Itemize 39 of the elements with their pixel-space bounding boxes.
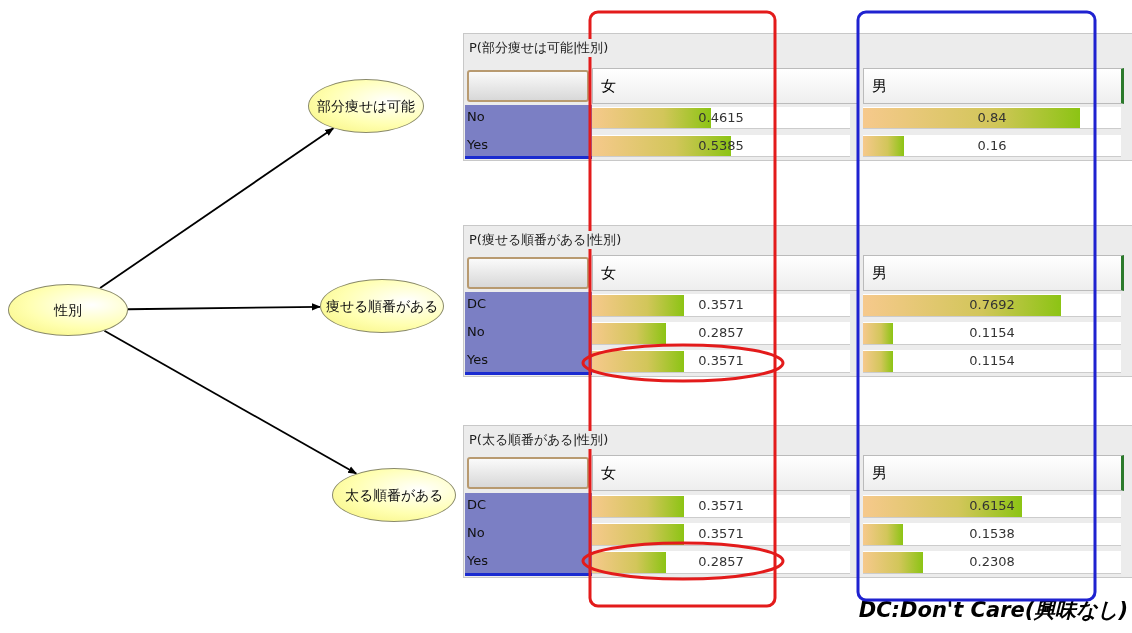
footnote: DC:Don't Care(興味なし) <box>858 597 1128 624</box>
node-label: 部分痩せは可能 <box>317 97 415 115</box>
row-label: DC <box>467 296 487 311</box>
column-header: 女 <box>592 255 859 291</box>
table-title: P(太る順番がある|性別) <box>467 431 611 449</box>
node-label: 性別 <box>54 301 82 319</box>
row-label: Yes <box>467 553 488 568</box>
probability-bar-cell: 0.3571 <box>592 523 850 546</box>
row-label: No <box>467 324 485 339</box>
column-header: 女 <box>592 455 859 491</box>
table-title: P(部分痩せは可能|性別) <box>467 39 611 57</box>
arrow <box>127 303 321 311</box>
node-label: 痩せる順番がある <box>326 297 438 315</box>
probability-bar-cell: 0.2308 <box>863 551 1121 574</box>
probability-bar-cell: 0.84 <box>863 107 1121 129</box>
row-label: No <box>467 109 485 124</box>
probability-bar-cell: 0.2857 <box>592 551 850 574</box>
node-label: 太る順番がある <box>345 486 443 504</box>
probability-bar-cell: 0.16 <box>863 135 1121 157</box>
column-header: 男 <box>863 455 1124 491</box>
probability-bar-cell: 0.3571 <box>592 294 850 317</box>
column-header: 男 <box>863 255 1124 291</box>
column-header: 男 <box>863 68 1124 104</box>
probability-bar-cell: 0.1154 <box>863 350 1121 373</box>
row-label: Yes <box>467 352 488 367</box>
row-label: DC <box>467 497 487 512</box>
column-header: 女 <box>592 68 859 104</box>
probability-bar-cell: 0.7692 <box>863 294 1121 317</box>
row-label: Yes <box>467 137 488 152</box>
probability-bar-cell: 0.6154 <box>863 495 1121 518</box>
probability-bar-cell: 0.3571 <box>592 350 850 373</box>
probability-bar-cell: 0.1538 <box>863 523 1121 546</box>
arrow <box>103 329 358 475</box>
probability-bar-cell: 0.2857 <box>592 322 850 345</box>
table-title: P(痩せる順番がある|性別) <box>467 231 624 249</box>
row-label: No <box>467 525 485 540</box>
arrow <box>99 127 335 289</box>
probability-bar-cell: 0.3571 <box>592 495 850 518</box>
probability-bar-cell: 0.1154 <box>863 322 1121 345</box>
